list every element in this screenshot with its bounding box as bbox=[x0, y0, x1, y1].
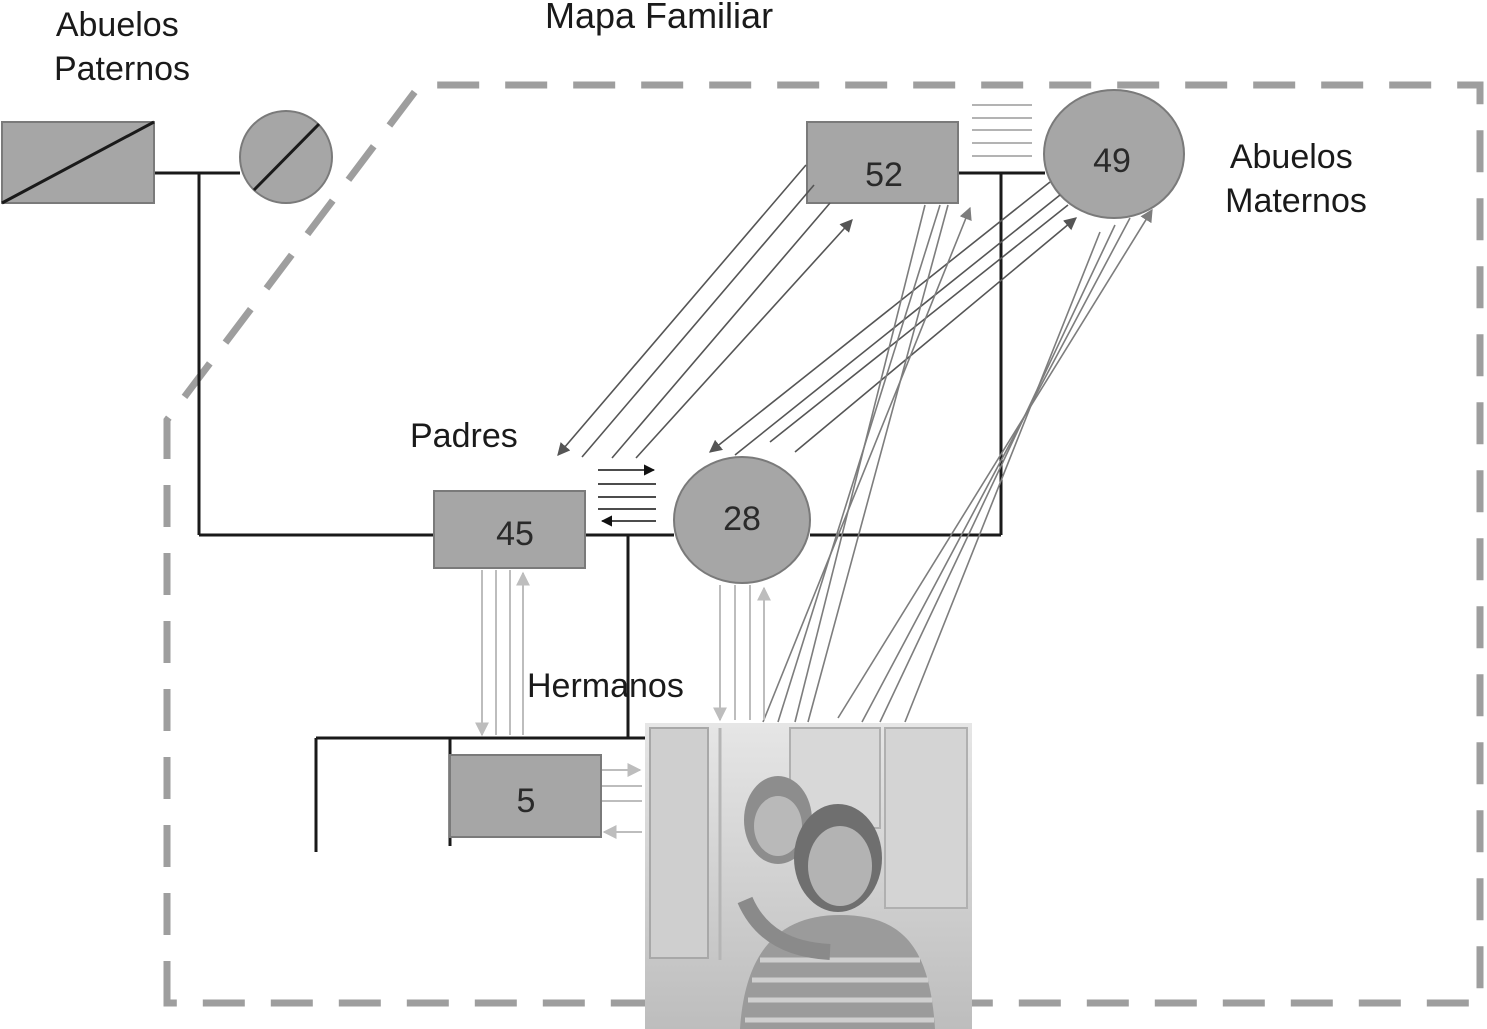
maternal-grandmother-age: 49 bbox=[1093, 142, 1131, 180]
grandparents-bond-lines bbox=[972, 104, 1032, 157]
label-padres: Padres bbox=[410, 417, 518, 455]
relations-mother-child bbox=[713, 585, 771, 722]
relations-grandmother-mother bbox=[708, 181, 1077, 456]
label-abuelos-paternos: Abuelos Paternos bbox=[54, 6, 190, 88]
diagram-title: Mapa Familiar bbox=[545, 0, 773, 36]
relations-father-siblings bbox=[475, 570, 530, 737]
mother-age: 28 bbox=[723, 500, 761, 538]
father-age: 45 bbox=[496, 515, 534, 553]
mother: 28 bbox=[673, 456, 811, 584]
maternal-grandmother: 49 bbox=[1043, 89, 1185, 219]
label-hermanos: Hermanos bbox=[527, 667, 684, 705]
father: 45 bbox=[433, 490, 586, 569]
paternal-grandmother bbox=[239, 110, 333, 204]
relations-grandfather-father bbox=[557, 164, 853, 459]
paternal-grandfather bbox=[1, 120, 155, 205]
label-abuelos-maternos: Abuelos Maternos bbox=[1225, 138, 1367, 220]
relations-grandparents-child bbox=[762, 204, 1153, 723]
parents-bond-lines bbox=[598, 464, 656, 527]
sibling-age: 5 bbox=[517, 782, 536, 820]
child-photo bbox=[645, 723, 972, 1029]
maternal-grandfather-age: 52 bbox=[865, 156, 903, 194]
sibling: 5 bbox=[449, 754, 602, 838]
maternal-grandfather: 52 bbox=[806, 121, 959, 204]
dashed-boundary bbox=[163, 81, 1484, 1007]
relations-sibling-child bbox=[602, 763, 642, 839]
